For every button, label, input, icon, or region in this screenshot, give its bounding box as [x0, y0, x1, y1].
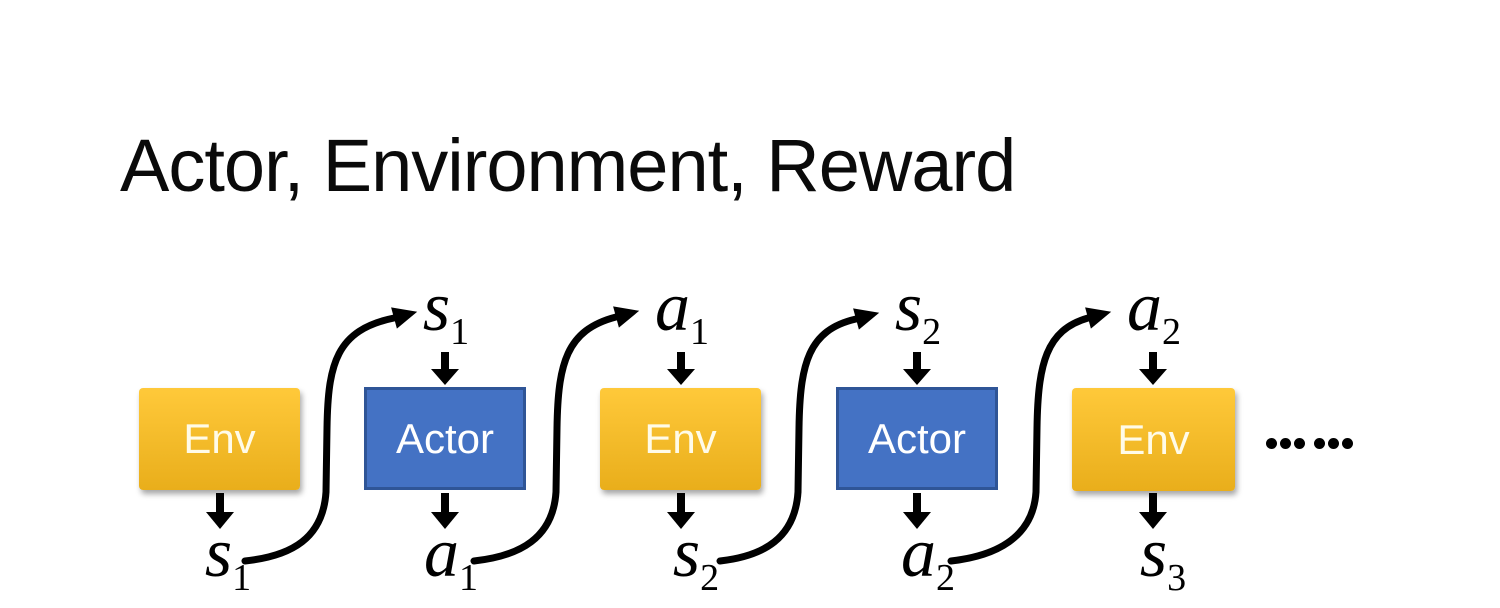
math-base: s — [422, 269, 451, 346]
math-base: a — [424, 515, 459, 592]
env-box-1-label: Env — [183, 415, 256, 462]
actor-box-2: Actor — [836, 387, 998, 490]
down-arrow-a2-to-env3 — [1139, 352, 1167, 385]
math-base: a — [655, 269, 690, 346]
top-label-s1: s1 — [423, 273, 470, 353]
dot — [1328, 438, 1339, 449]
env-box-2-label: Env — [644, 415, 717, 462]
math-base: s — [672, 515, 701, 592]
env-box-2: Env — [600, 388, 761, 490]
actor-box-1: Actor — [364, 387, 526, 490]
math-sub: 2 — [1162, 311, 1181, 353]
dot — [1342, 438, 1353, 449]
math-sub: 1 — [690, 311, 709, 353]
bottom-label-s1: s1 — [205, 519, 252, 599]
bottom-label-a1: a1 — [424, 519, 478, 599]
math-sub: 2 — [922, 311, 942, 353]
math-sub: 1 — [232, 557, 252, 599]
dot — [1280, 438, 1291, 449]
down-arrow-a1-to-env2 — [667, 352, 695, 385]
math-base: a — [901, 515, 936, 592]
slide-title: Actor, Environment, Reward — [120, 124, 1016, 207]
math-base: a — [1127, 269, 1162, 346]
env-box-1: Env — [139, 388, 300, 490]
math-sub: 2 — [936, 557, 955, 599]
math-sub: 1 — [459, 557, 478, 599]
bottom-label-s3: s3 — [1140, 519, 1187, 599]
dot — [1266, 438, 1277, 449]
math-sub: 3 — [1167, 557, 1187, 599]
down-arrow-s2-to-actor2 — [903, 352, 931, 385]
math-sub: 2 — [700, 557, 720, 599]
bottom-label-s2: s2 — [673, 519, 720, 599]
env-box-3: Env — [1072, 388, 1235, 491]
math-sub: 1 — [450, 311, 470, 353]
math-base: s — [1139, 515, 1168, 592]
top-label-a2: a2 — [1127, 273, 1181, 353]
down-arrow-s1-to-actor1 — [431, 352, 459, 385]
dot — [1294, 438, 1305, 449]
math-base: s — [204, 515, 233, 592]
bottom-label-a2: a2 — [901, 519, 955, 599]
actor-box-2-label: Actor — [867, 414, 967, 462]
actor-box-1-label: Actor — [395, 414, 495, 462]
env-box-3-label: Env — [1117, 415, 1190, 463]
ellipsis-dots: …… — [1266, 438, 1356, 449]
dot — [1314, 438, 1325, 449]
math-base: s — [894, 269, 923, 346]
top-label-a1: a1 — [655, 273, 709, 353]
top-label-s2: s2 — [895, 273, 942, 353]
